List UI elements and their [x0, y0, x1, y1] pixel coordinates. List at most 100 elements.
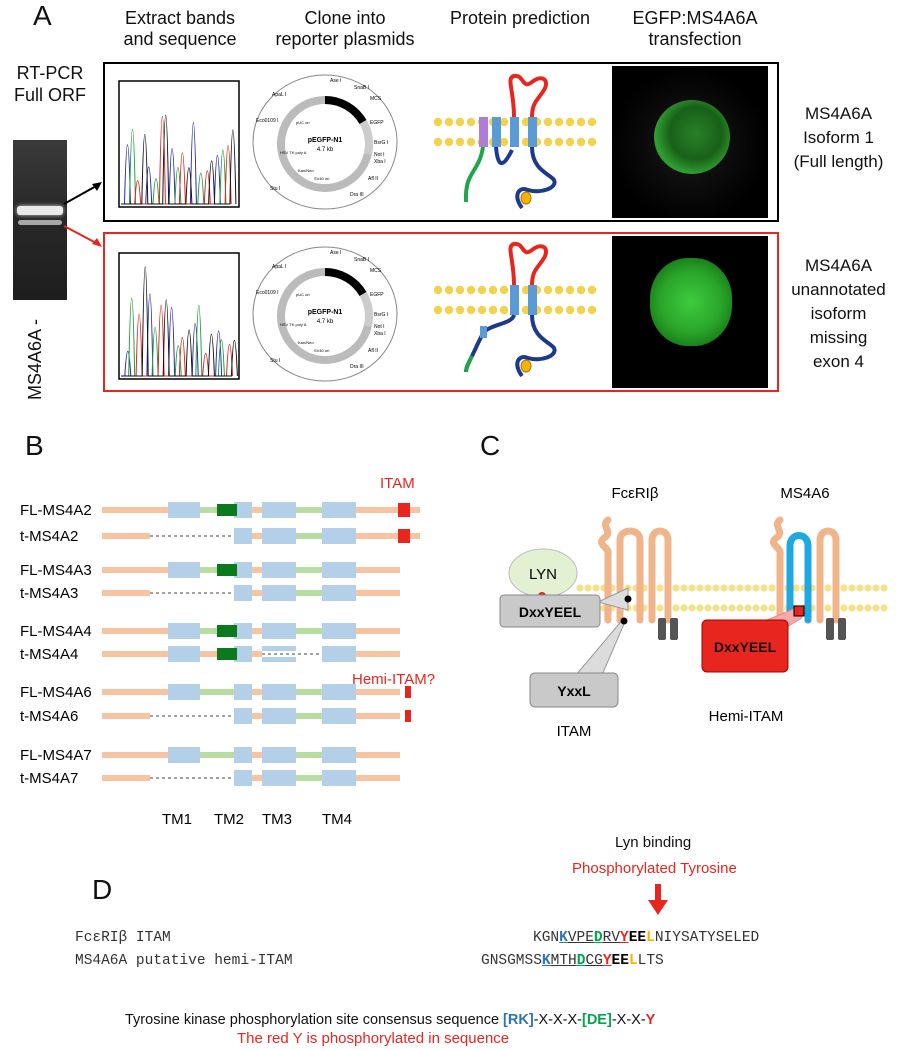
lipid-head [433, 117, 443, 127]
lipid-head [477, 305, 487, 315]
lipid-head [736, 584, 744, 592]
lipid-head [672, 584, 680, 592]
isoform1-line1: MS4A6A [804, 104, 873, 123]
hemi-itam-label-c: Hemi-ITAM [709, 708, 784, 725]
lipid-head [455, 137, 465, 147]
lipid-head [824, 604, 832, 612]
panel-a-letter: A [33, 0, 52, 31]
tm-exon [322, 708, 356, 724]
plasmid-site-egfp-2: EGFP [370, 292, 384, 298]
lipid-head [704, 604, 712, 612]
plasmid-site-xbai-2: Xba I [374, 331, 386, 337]
lipid-head [499, 305, 509, 315]
seq-fceri: KGNKVPEDRVYEELNIYSATYSELED [533, 930, 760, 946]
isoform1-line2: Isoform 1 [803, 128, 874, 147]
isoform2-line2: unannotated [791, 280, 886, 299]
consensus-rk: [RK] [503, 1012, 534, 1028]
lipid-head [720, 584, 728, 592]
tm-exon [322, 747, 356, 763]
tm-exon [234, 708, 252, 724]
lipid-head [840, 584, 848, 592]
header-transfection-line2: transfection [648, 29, 742, 49]
plasmid-site-eco-2: Eco0109 I [256, 290, 279, 296]
isoform2-line5: exon 4 [812, 352, 865, 371]
lipid-head [760, 604, 768, 612]
isoform2-box [103, 232, 779, 392]
tm-linker [296, 713, 322, 719]
extracellular-loop [508, 73, 549, 118]
plasmid-site-puc-1: pUC ori [296, 120, 310, 125]
dxxyeel-right-label: DxxYEEL [714, 639, 777, 655]
lipid-head [752, 584, 760, 592]
arrow-black-head [92, 182, 102, 191]
isoform1-box [103, 62, 779, 222]
tm-exon [168, 562, 200, 578]
plasmid-site-kan-2: Kan/Neo [298, 340, 314, 345]
lipid-head [848, 604, 856, 612]
tm-segment-3 [528, 117, 537, 147]
cytoplasmic-loop [464, 314, 516, 373]
plasmid-site-sv40-1: SV40 ori [314, 176, 329, 181]
tm-exon [322, 684, 356, 700]
header-protein: Protein prediction [430, 8, 610, 29]
isoform2-label: MS4A6A unannotated isoform missing exon … [780, 254, 897, 374]
protein-prediction-2 [433, 241, 597, 378]
lipid-head [499, 137, 509, 147]
cell-membrane-fluorescence [654, 100, 730, 174]
isoform1-line3: (Full length) [793, 152, 884, 171]
lipid-head [744, 584, 752, 592]
plasmid-site-draiii-1: Dra III [350, 192, 364, 198]
phospho-arrow [648, 884, 668, 915]
header-clone: Clone into reporter plasmids [255, 8, 435, 50]
header-extract: Extract bands and sequence [100, 8, 260, 50]
tm-exon [168, 646, 200, 662]
tm2-green-exon [217, 564, 237, 576]
itam-site-dot [624, 595, 632, 603]
header-protein-line1: Protein prediction [449, 8, 591, 28]
plasmid-site-sv40-2: SV40 ori [314, 348, 329, 353]
lipid-head [444, 137, 454, 147]
tm-exon [322, 623, 356, 639]
hemi-itam-motif-block [405, 710, 411, 722]
tm-exon [234, 562, 252, 578]
tm-exon [234, 747, 252, 763]
tm-linker [296, 628, 322, 634]
gel-image [13, 140, 67, 300]
header-extract-line2: and sequence [123, 29, 237, 49]
plasmid-site-puc-2: pUC ori [296, 292, 310, 297]
lipid-head [444, 117, 454, 127]
lipid-head [466, 117, 476, 127]
chromatogram-trace [121, 129, 227, 205]
signaling-diagram: FcεRIβ MS4A6 LYN DxxYEEL YxxL ITAM DxxYE… [499, 485, 888, 740]
tm-exon [262, 502, 296, 518]
gene-row-label: FL-MS4A4 [20, 623, 92, 640]
lipid-head [856, 604, 864, 612]
fceri-receptor [598, 516, 672, 624]
tm-linker [296, 567, 322, 573]
lipid-head [792, 584, 800, 592]
tm-segment-2 [510, 117, 519, 147]
gene-backbone [102, 533, 420, 539]
plasmid-site-hsv-1: HSV TK poly A [280, 150, 307, 155]
lipid-head [872, 604, 880, 612]
plasmid-site-aflii-1: Afl II [368, 176, 378, 182]
plasmid-size-1: 4.7 kb [317, 147, 334, 153]
lipid-head [584, 584, 592, 592]
lipid-head [712, 584, 720, 592]
gene-row-label: t-MS4A2 [20, 528, 78, 545]
n-terminus [464, 355, 474, 373]
plasmid-site-noti-1: Not I [374, 152, 385, 158]
tm-linker [296, 689, 322, 695]
tm-exon [168, 747, 200, 763]
isoform2-line1: MS4A6A [804, 256, 873, 275]
lipid-head [744, 604, 752, 612]
c-terminus [494, 146, 557, 210]
lipid-head [444, 305, 454, 315]
lipid-head [752, 604, 760, 612]
lipid-head [565, 117, 575, 127]
itam-label: ITAM [380, 475, 415, 492]
consensus-line: Tyrosine kinase phosphorylation site con… [125, 1012, 655, 1028]
chromatogram-1 [118, 80, 240, 208]
lipid-head [704, 584, 712, 592]
chromatogram-trace [121, 266, 238, 377]
